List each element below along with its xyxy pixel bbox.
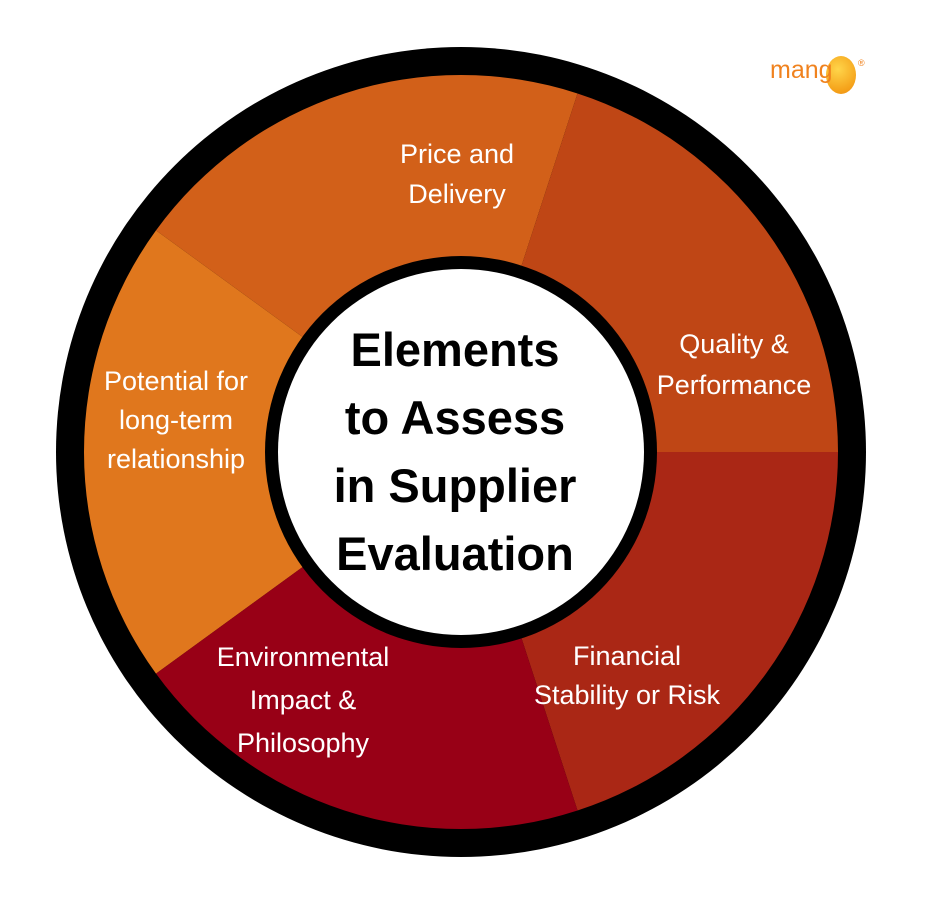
center-title-line: in Supplier	[334, 459, 577, 512]
segment-long-term-relationship	[156, 563, 578, 829]
segment-label-line: Philosophy	[237, 728, 370, 758]
segment-label-line: Performance	[657, 370, 812, 400]
segment-label-long-term-relationship: Potential for long-term relationship	[104, 366, 248, 474]
mango-logo: mang ®	[770, 52, 870, 100]
registered-mark: ®	[858, 58, 865, 68]
segment-label-line: relationship	[107, 444, 245, 474]
segment-label-line: Price and	[400, 139, 514, 169]
center-circle	[278, 269, 644, 635]
logo-text: mang	[770, 56, 833, 84]
segment-label-line: Potential for	[104, 366, 248, 396]
segment-label-line: Financial	[573, 641, 681, 671]
segments-layer	[83, 75, 838, 829]
center-title-line: Elements	[351, 323, 560, 376]
center-title-line: Evaluation	[336, 527, 574, 580]
segment-label-line: Environmental	[217, 642, 390, 672]
mango-fruit-icon	[826, 56, 856, 94]
segment-label-line: Impact &	[250, 685, 357, 715]
segment-label-line: long-term	[119, 405, 233, 435]
segment-label-line: Delivery	[408, 179, 506, 209]
segment-price-delivery	[83, 230, 308, 674]
segment-financial-stability	[519, 93, 838, 452]
segment-label-line: Quality &	[679, 329, 789, 359]
segment-label-line: Stability or Risk	[534, 680, 721, 710]
segment-environmental-impact	[519, 452, 838, 811]
segment-quality-performance	[156, 75, 578, 341]
segment-label-quality-performance: Quality & Performance	[657, 329, 812, 400]
center-title-line: to Assess	[345, 391, 565, 444]
